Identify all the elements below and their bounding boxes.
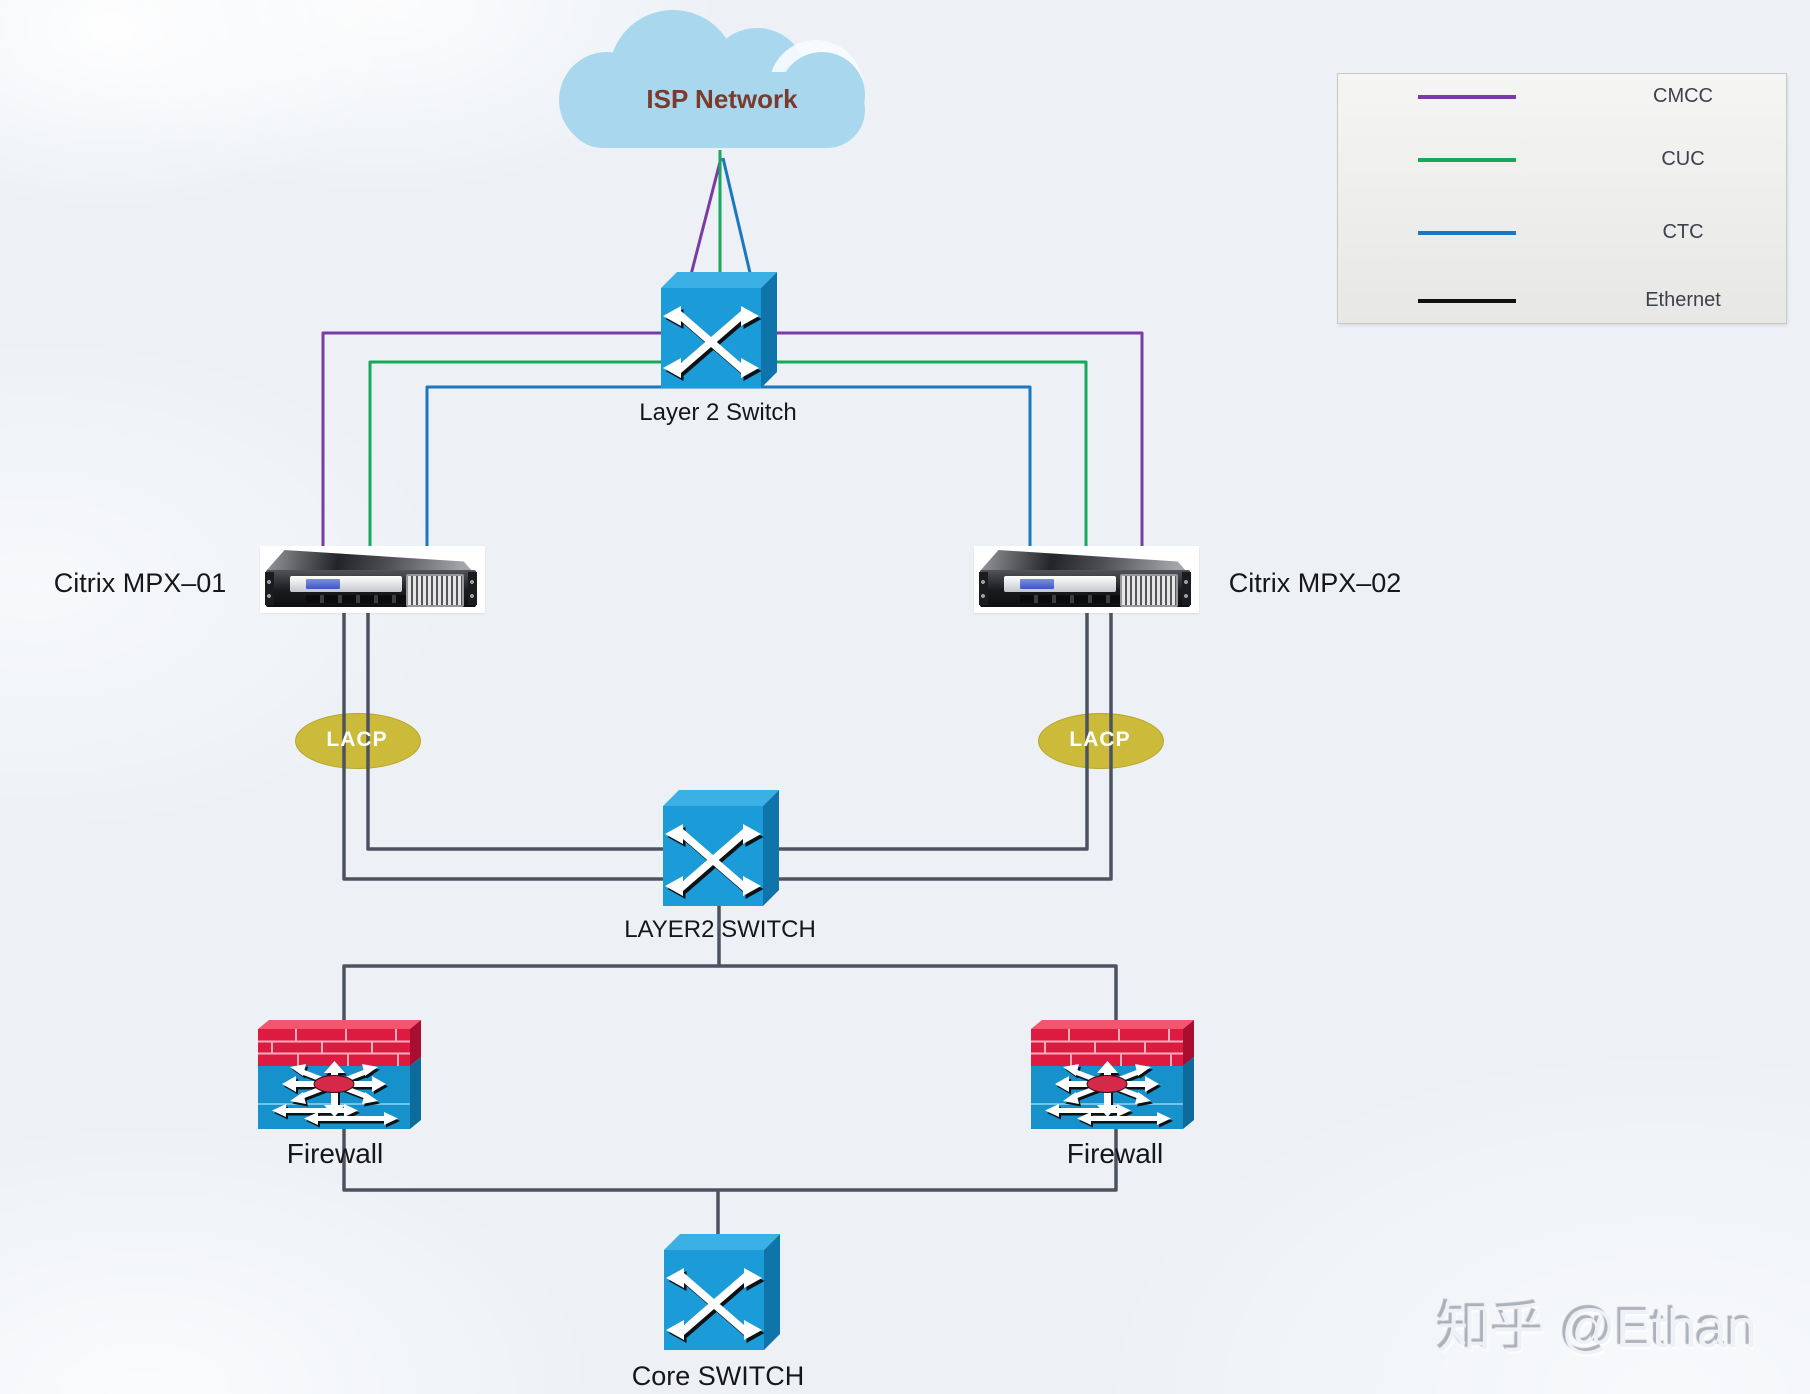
- citrix-mpx-02-appliance: [974, 546, 1199, 613]
- layer2-switch-mid-icon: [663, 789, 779, 907]
- legend-label-ctc: CTC: [1662, 221, 1704, 243]
- legend-swatch-cmcc: [1418, 95, 1516, 99]
- legend: CMCC CUC CTC Ethernet: [1337, 73, 1787, 324]
- mpx-chassis-top: [980, 550, 1186, 571]
- legend-item-cmcc: CMCC: [1338, 77, 1786, 117]
- mpx-vent-grille: [406, 574, 464, 607]
- legend-item-cuc: CUC: [1338, 140, 1786, 180]
- isp-cloud-icon: ISP Network: [557, 8, 887, 148]
- legend-label-cuc: CUC: [1661, 148, 1705, 170]
- core-switch-icon: [664, 1233, 780, 1351]
- mpx-vent-grille: [1120, 574, 1178, 607]
- rack-ear: [1182, 572, 1191, 605]
- rack-ear: [979, 572, 988, 605]
- lacp-badge-right: [1038, 713, 1164, 769]
- wire-cmcc-uplink: [684, 157, 723, 295]
- lacp-badge-left: [295, 713, 421, 769]
- mpx-lcd-screen: [306, 579, 340, 589]
- firewall-left-icon: [258, 1020, 422, 1130]
- firewall-right-icon: [1031, 1020, 1195, 1130]
- watermark: 知乎 @Ethan: [1438, 1299, 1757, 1359]
- wire-ctc-uplink: [721, 157, 757, 295]
- wire-firewalls-bus: [342, 1124, 1118, 1192]
- legend-swatch-cuc: [1418, 158, 1516, 162]
- isp-cloud-label: ISP Network: [646, 84, 798, 114]
- wire-switch-firewalls: [342, 964, 1118, 1034]
- layer2-switch-top-label: Layer 2 Switch: [639, 399, 797, 426]
- citrix-mpx-02-label: Citrix MPX–02: [1228, 568, 1402, 598]
- mpx-ports: [306, 595, 406, 603]
- legend-label-cmcc: CMCC: [1653, 85, 1713, 107]
- core-switch-label: Core SWITCH: [631, 1361, 805, 1391]
- citrix-mpx-01-appliance: [260, 546, 485, 613]
- legend-swatch-ctc: [1418, 231, 1516, 235]
- mpx-chassis-front: [265, 570, 477, 607]
- firewall-right-label: Firewall: [1066, 1138, 1164, 1169]
- mpx-ports: [1020, 595, 1120, 603]
- cloud-blob: [565, 72, 865, 148]
- legend-item-ethernet: Ethernet: [1338, 281, 1786, 321]
- legend-label-ethernet: Ethernet: [1645, 289, 1721, 311]
- layer2-switch-mid-label: LAYER2 SWITCH: [624, 916, 816, 943]
- mpx-chassis-top: [266, 550, 472, 571]
- layer2-switch-top-icon: [661, 271, 777, 389]
- firewall-left-label: Firewall: [286, 1138, 384, 1169]
- lacp-label-left: LACP: [326, 728, 388, 751]
- lacp-label-right: LACP: [1069, 728, 1131, 751]
- wire-cuc-ring: [368, 360, 1088, 548]
- rack-ear: [265, 572, 274, 605]
- mpx-front-panel: [1004, 576, 1116, 592]
- rack-ear: [468, 572, 477, 605]
- legend-swatch-ethernet: [1418, 299, 1516, 303]
- mpx-front-panel: [290, 576, 402, 592]
- mpx-chassis-front: [979, 570, 1191, 607]
- citrix-mpx-01-label: Citrix MPX–01: [53, 568, 227, 598]
- mpx-lcd-screen: [1020, 579, 1054, 589]
- legend-item-ctc: CTC: [1338, 213, 1786, 253]
